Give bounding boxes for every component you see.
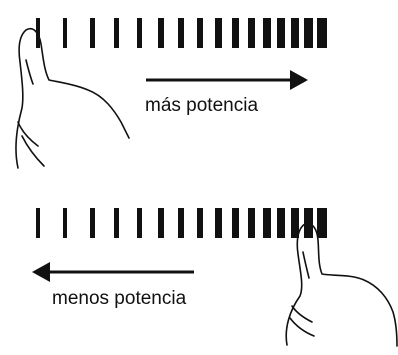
scale-bar	[215, 208, 222, 238]
scale-bar	[36, 208, 40, 238]
scale-bar	[114, 18, 119, 48]
scale-bar	[158, 208, 164, 238]
label-more-power: más potencia	[145, 95, 259, 116]
scale-bar	[178, 208, 184, 238]
scale-bar	[137, 18, 142, 48]
scale-bar	[317, 208, 327, 238]
scale-bar	[215, 18, 222, 48]
scale-bar	[63, 208, 67, 238]
scale-bar	[114, 208, 119, 238]
scale-bar	[263, 18, 271, 48]
scale-bar	[63, 18, 67, 48]
arrow-left-icon	[32, 262, 194, 282]
power-scale-top	[36, 18, 327, 48]
scale-bar	[137, 208, 142, 238]
scale-bar	[317, 18, 327, 48]
finger-pointing-hand-icon	[15, 28, 130, 169]
scale-bar	[90, 18, 95, 48]
scale-bar	[277, 18, 285, 48]
scale-bar	[248, 208, 255, 238]
scale-bar	[90, 208, 95, 238]
scale-bar	[304, 18, 313, 48]
arrow-right-icon	[146, 70, 308, 90]
scale-bar	[277, 208, 285, 238]
label-less-power: menos potencia	[52, 288, 187, 309]
power-scale-bottom	[36, 208, 327, 238]
finger-pointing-hand-icon	[285, 222, 398, 347]
scale-bar	[197, 208, 203, 238]
scale-bar	[178, 18, 184, 48]
scale-bar	[232, 18, 239, 48]
scale-bar	[158, 18, 164, 48]
scale-bar	[248, 18, 255, 48]
scale-bar	[291, 18, 299, 48]
scale-bar	[232, 208, 239, 238]
scale-bar	[291, 208, 299, 238]
scale-bar	[197, 18, 203, 48]
scale-bar	[263, 208, 271, 238]
